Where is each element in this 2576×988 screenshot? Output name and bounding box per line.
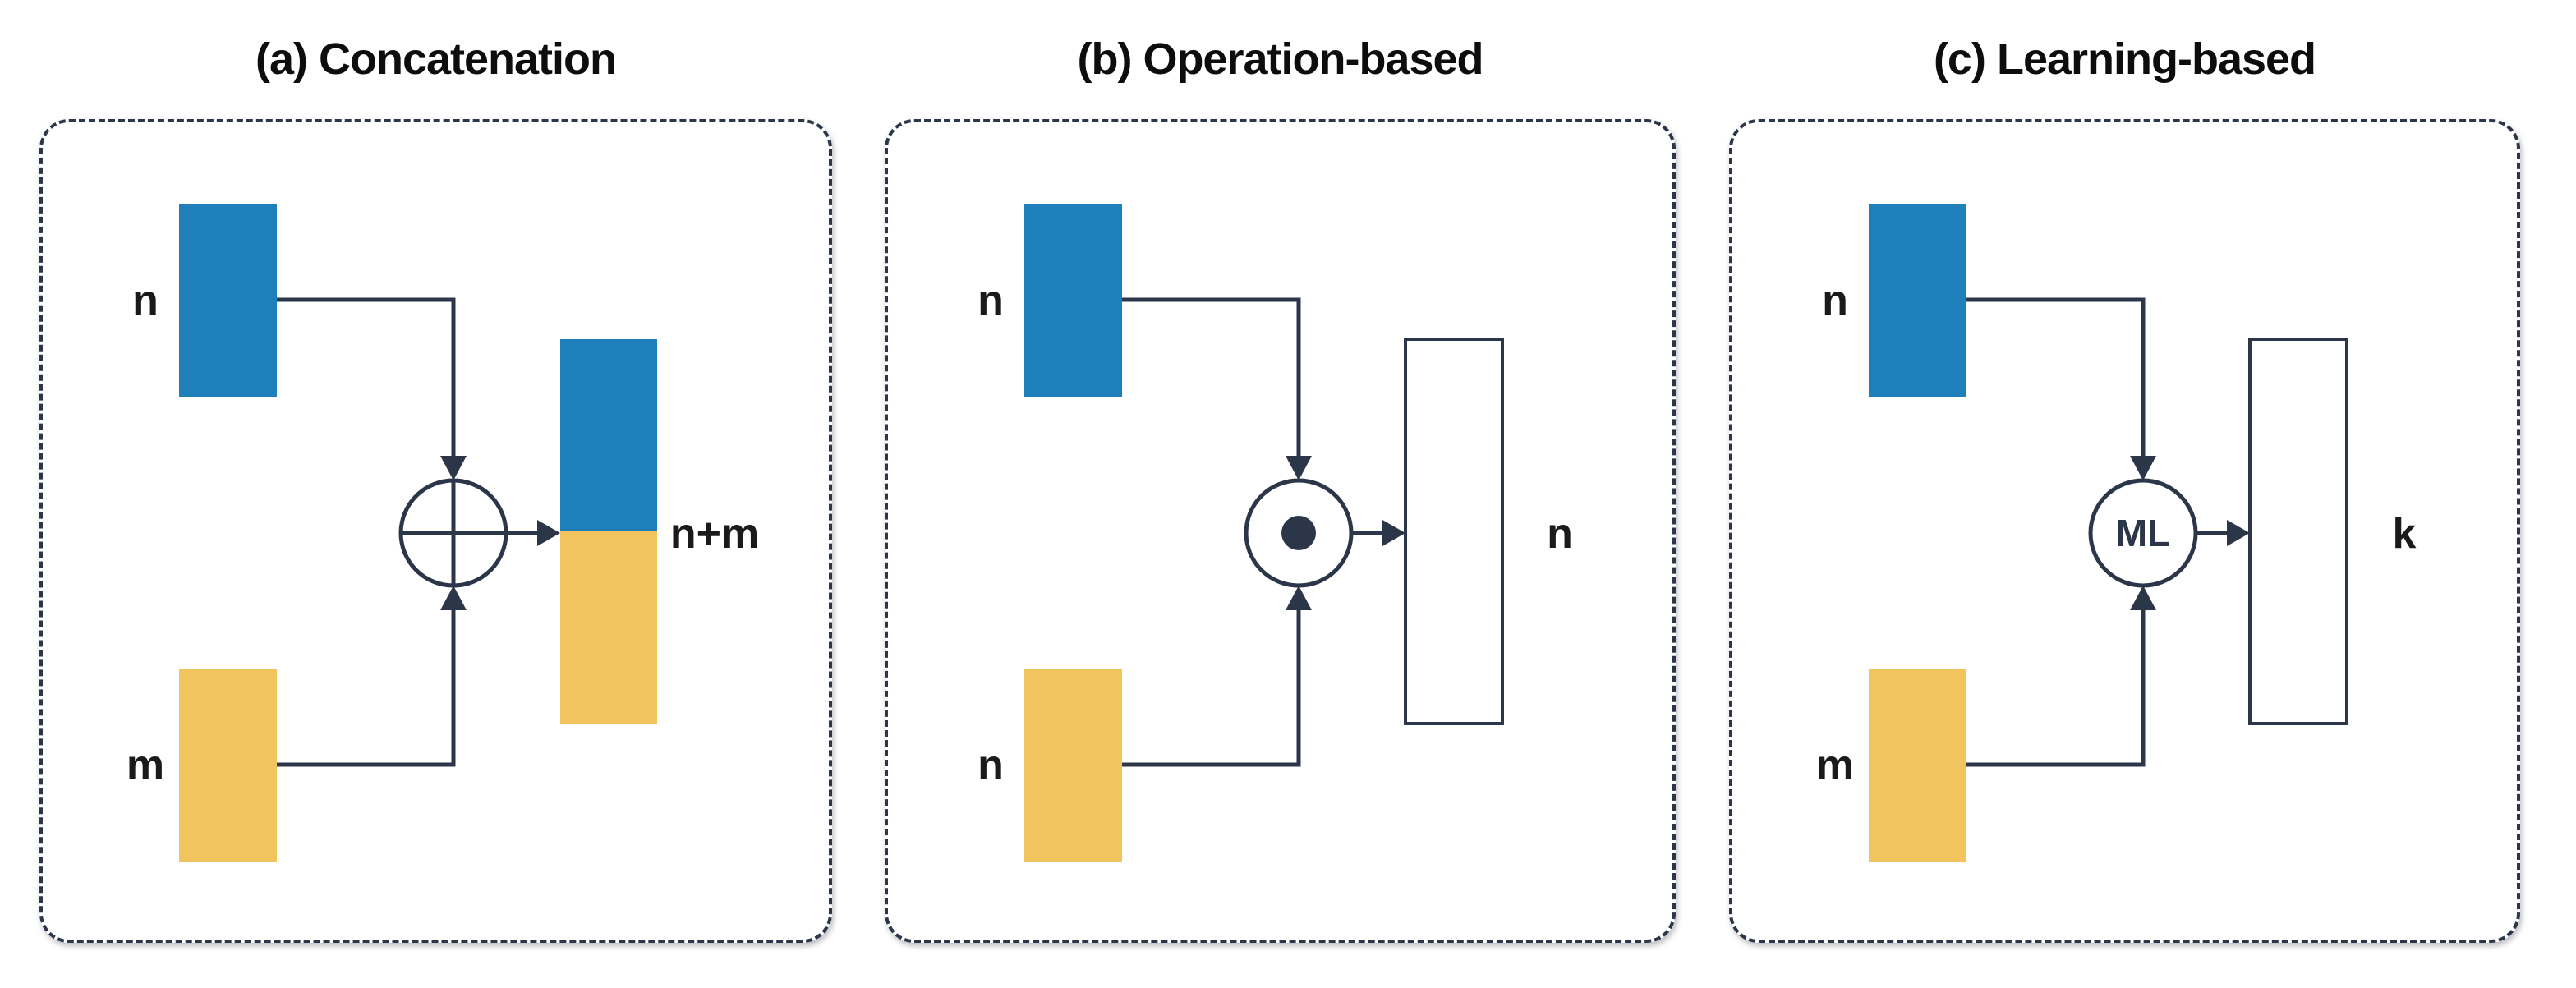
panel-operation-based: n n n <box>885 119 1676 943</box>
output-label: n+m <box>670 510 759 558</box>
input-vector-yellow <box>1869 669 1966 862</box>
output-vector-yellow-part <box>560 531 657 724</box>
dot-product-icon <box>1281 516 1316 550</box>
connector-top-input <box>1966 297 2146 459</box>
output-vector-blue-part <box>560 339 657 531</box>
input-bottom-label: n <box>978 742 1004 789</box>
output-vector-outline <box>1404 338 1504 725</box>
arrowhead-right-icon <box>1382 520 1405 546</box>
output-vector-outline <box>2248 338 2348 725</box>
arrowhead-up-icon <box>2130 586 2156 610</box>
arrowhead-down-icon <box>1286 456 1312 480</box>
arrowhead-down-icon <box>2130 456 2156 480</box>
arrowhead-up-icon <box>440 586 467 610</box>
input-vector-yellow <box>1024 669 1122 862</box>
input-top-label: n <box>132 277 159 324</box>
arrowhead-up-icon <box>1286 586 1312 610</box>
ml-operator-label: ML <box>2116 512 2170 554</box>
input-bottom-label: m <box>1816 742 1854 789</box>
panel-b-diagram: n n n <box>978 204 1573 862</box>
input-vector-yellow <box>179 669 277 862</box>
input-bottom-label: m <box>126 742 164 789</box>
input-vector-blue <box>1869 204 1966 397</box>
connector-top-input <box>1122 297 1301 459</box>
connector-bottom-input <box>1122 607 1301 767</box>
panel-c-diagram: ML n m k <box>1816 204 2417 862</box>
output-label: n <box>1547 510 1573 558</box>
input-vector-blue <box>179 204 277 397</box>
input-top-label: n <box>978 277 1004 324</box>
arrowhead-down-icon <box>440 456 467 480</box>
panel-learning-based: ML n m k <box>1729 119 2520 943</box>
connector-top-input <box>277 297 456 459</box>
arrowhead-right-icon <box>537 520 560 546</box>
input-vector-blue <box>1024 204 1122 397</box>
panel-a-title: (a) Concatenation <box>255 34 617 84</box>
input-top-label: n <box>1822 277 1848 324</box>
panel-a-diagram: n m n+m <box>126 204 759 862</box>
connector-bottom-input <box>277 607 456 767</box>
panel-b-title: (b) Operation-based <box>1077 34 1484 84</box>
output-label: k <box>2393 510 2417 558</box>
connector-bottom-input <box>1966 607 2146 767</box>
panel-concatenation: n m n+m <box>39 119 832 943</box>
arrowhead-right-icon <box>2227 520 2250 546</box>
panel-c-title: (c) Learning-based <box>1933 34 2316 84</box>
